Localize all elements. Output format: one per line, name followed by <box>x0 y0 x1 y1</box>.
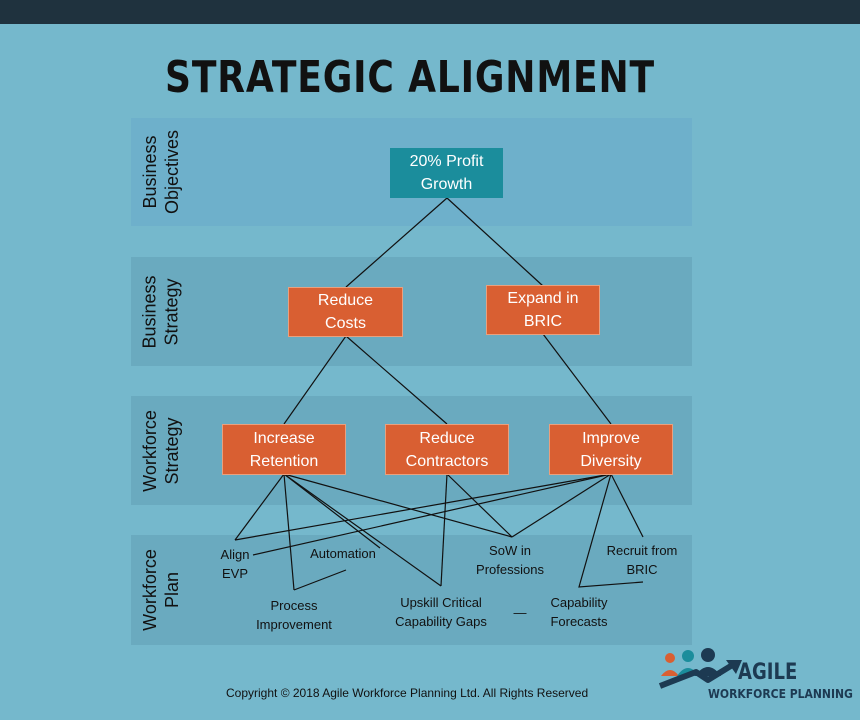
connector <box>283 473 295 591</box>
connector <box>345 335 448 425</box>
plan-dash: — <box>513 605 527 620</box>
box-reduce-contractors: Reduce Contractors <box>385 424 509 475</box>
box-expand-bric: Expand in BRIC <box>486 285 600 335</box>
plan-upskill: Upskill Critical Capability Gaps <box>395 595 487 629</box>
plan-recruit-bric: Recruit from BRIC <box>606 543 678 577</box>
plan-sow: SoW in Professions <box>476 543 544 577</box>
box-profit-growth: 20% Profit Growth <box>390 148 503 198</box>
box-improve-diversity: Improve Diversity <box>549 424 673 475</box>
connector <box>610 473 644 538</box>
connector <box>293 569 347 591</box>
box-reduce-costs: Reduce Costs <box>288 287 403 337</box>
connector <box>345 197 448 288</box>
box-increase-retention: Increase Retention <box>222 424 346 475</box>
plan-process-improvement: Process Improvement <box>256 598 332 632</box>
company-logo: AGILE WORKFORCE PLANNING <box>656 646 853 708</box>
plan-capability-forecasts: Capability Forecasts <box>550 595 608 629</box>
connector <box>283 473 513 538</box>
page-title: STRATEGIC ALIGNMENT <box>165 52 655 103</box>
plan-automation: Automation <box>310 546 376 561</box>
connector <box>542 333 612 425</box>
logo-line1: AGILE <box>738 660 798 685</box>
connector <box>578 473 644 588</box>
people-chart-icon <box>658 648 742 689</box>
connector <box>283 473 381 549</box>
top-bar <box>0 0 860 24</box>
connector <box>234 473 612 541</box>
connector <box>252 473 612 556</box>
connector <box>446 197 544 287</box>
connector <box>511 473 612 538</box>
connector <box>234 473 285 541</box>
plan-align-evp: Align EVP <box>220 547 250 581</box>
copyright-footer: Copyright © 2018 Agile Workforce Plannin… <box>226 686 589 700</box>
connector <box>440 473 448 587</box>
connector <box>446 473 513 538</box>
connector <box>283 335 347 425</box>
band-workforce-plan: Workforce Plan <box>131 535 692 645</box>
logo-line2: WORKFORCE PLANNING <box>708 687 853 701</box>
